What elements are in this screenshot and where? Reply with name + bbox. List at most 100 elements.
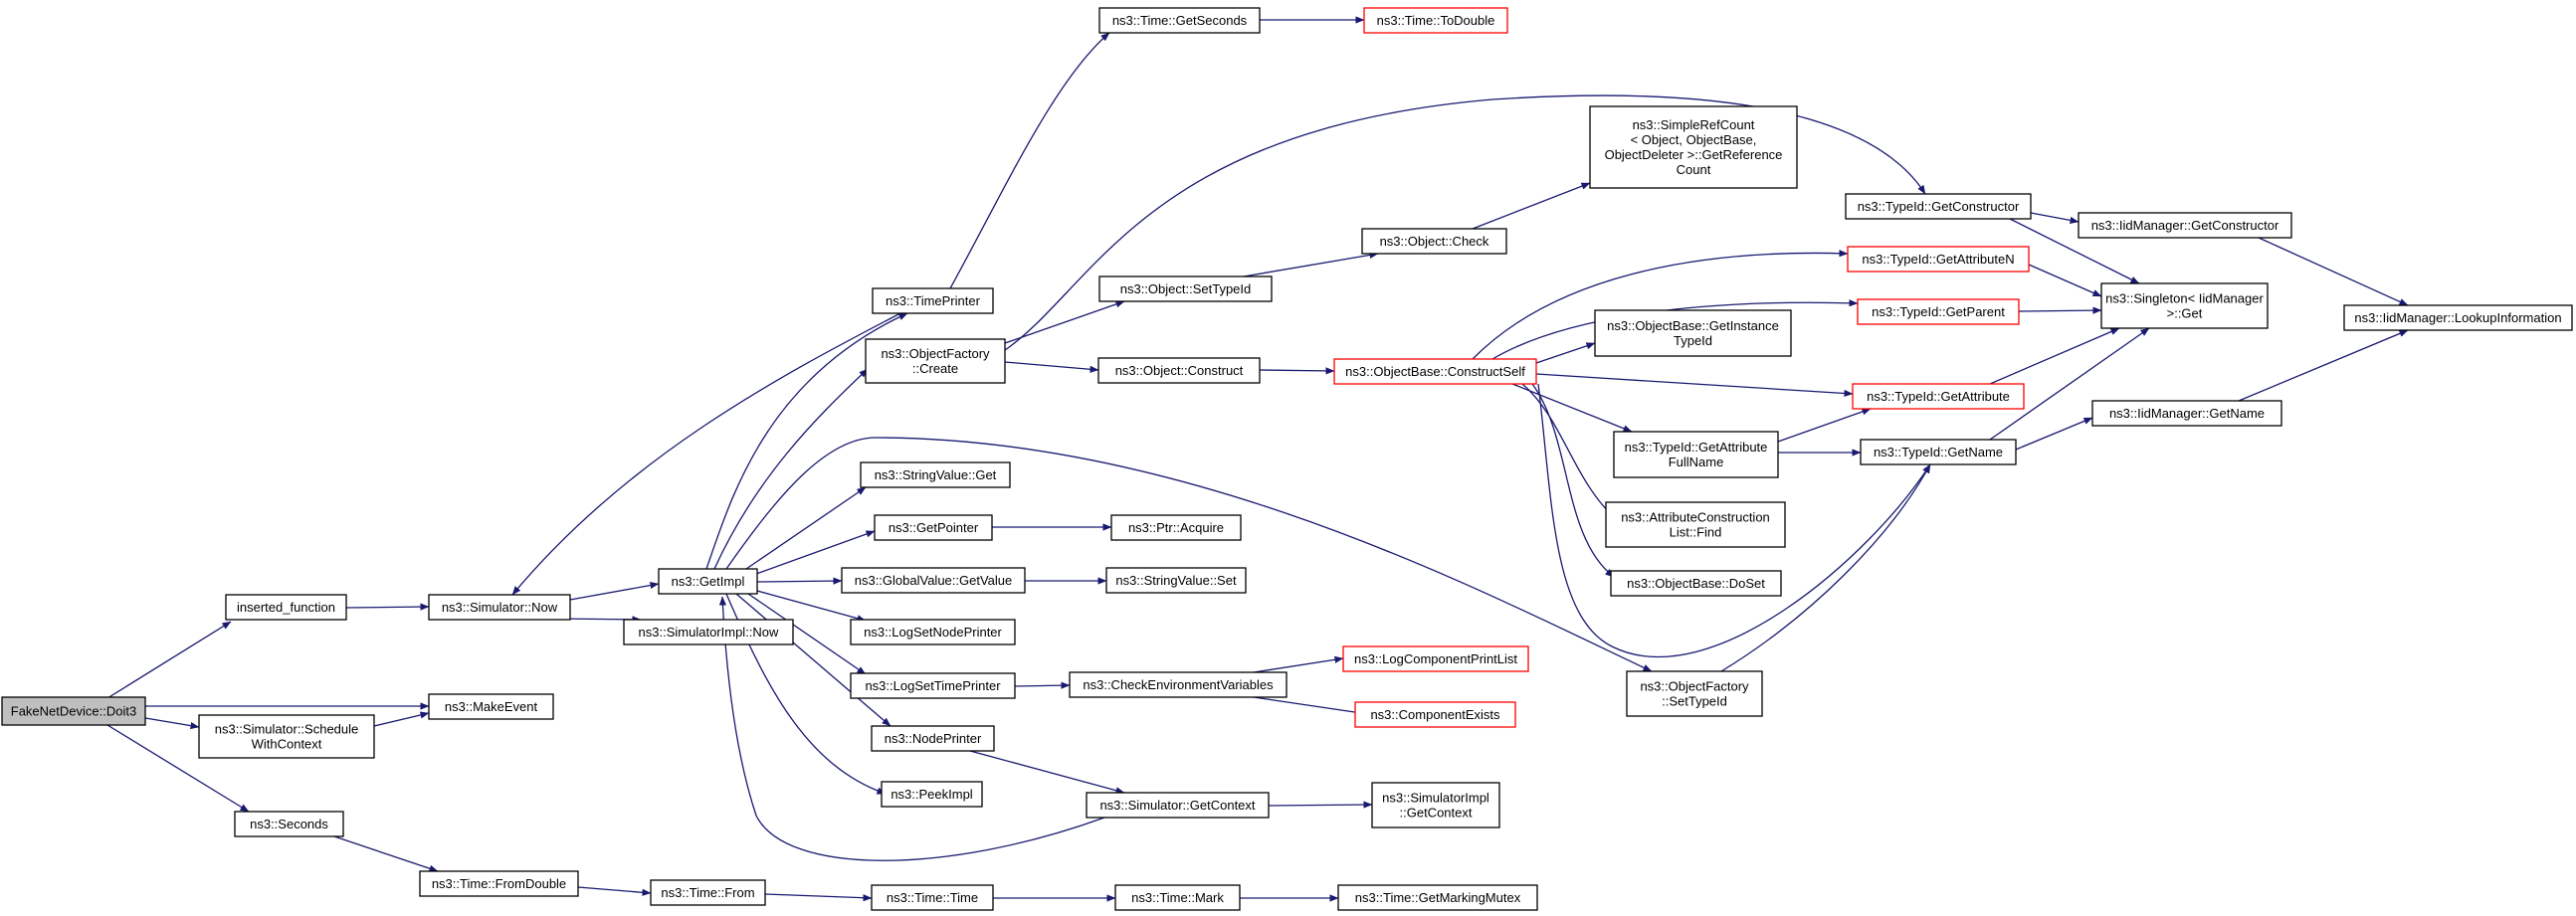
function-node-peekimpl[interactable]: ns3::PeekImpl xyxy=(881,781,983,808)
function-node-ofcreate[interactable]: ns3::ObjectFactory::Create xyxy=(865,338,1006,384)
node-label-line: ns3::Object::Construct xyxy=(1115,363,1244,378)
function-node-inserted[interactable]: inserted_function xyxy=(225,594,347,621)
node-label-line: ns3::TypeId::GetParent xyxy=(1872,304,2005,319)
node-box xyxy=(1114,884,1241,911)
function-node-getattributen[interactable]: ns3::TypeId::GetAttributeN xyxy=(1847,246,2030,273)
function-node-getconstructor[interactable]: ns3::TypeId::GetConstructor xyxy=(1845,193,2032,220)
call-edge-ofcreate-to-getconstructor xyxy=(1004,94,1926,351)
call-edge-getconstructor-to-iidgetconstructor xyxy=(2030,212,2080,224)
function-node-getattribute[interactable]: ns3::TypeId::GetAttribute xyxy=(1852,383,2025,410)
function-node-iidgetconstructor[interactable]: ns3::IidManager::GetConstructor xyxy=(2078,212,2292,239)
function-node-ofsettypeid[interactable]: ns3::ObjectFactory::SetTypeId xyxy=(1626,670,1763,717)
function-node-typeidgetname[interactable]: ns3::TypeId::GetName xyxy=(1860,439,2017,465)
node-label-line: ns3::TypeId::GetAttribute xyxy=(1867,389,2010,404)
function-node-simimplgetctx[interactable]: ns3::SimulatorImpl::GetContext xyxy=(1371,782,1500,828)
function-node-doit3[interactable]: FakeNetDevice::Doit3 xyxy=(1,696,146,726)
node-box xyxy=(881,781,983,808)
function-node-iidgetname[interactable]: ns3::IidManager::GetName xyxy=(2091,400,2282,427)
function-node-nodeprinter[interactable]: ns3::NodePrinter xyxy=(871,725,995,752)
node-label-line: ns3::IidManager::LookupInformation xyxy=(2354,310,2561,325)
call-edge-typeidgetname-to-singletonget xyxy=(1989,327,2150,441)
function-node-simgetctx[interactable]: ns3::Simulator::GetContext xyxy=(1086,792,1270,819)
function-node-timefrom[interactable]: ns3::Time::From xyxy=(650,879,766,906)
call-edge-ofcreate-to-objconstruct xyxy=(1004,361,1099,373)
node-box xyxy=(428,594,571,621)
call-edge-iidgetname-to-lookupinfo xyxy=(2238,329,2409,402)
call-edge-ofcreate-to-setTypeId xyxy=(1004,300,1125,344)
node-box xyxy=(1354,701,1516,728)
node-box xyxy=(1086,792,1270,819)
function-node-checkenv[interactable]: ns3::CheckEnvironmentVariables xyxy=(1069,671,1288,698)
function-node-timemark[interactable]: ns3::Time::Mark xyxy=(1114,884,1241,911)
call-edge-getimpl-to-getpointer xyxy=(755,530,876,575)
function-node-objcheck[interactable]: ns3::Object::Check xyxy=(1361,228,1507,255)
node-box xyxy=(1845,193,2032,220)
function-node-strvalget[interactable]: ns3::StringValue::Get xyxy=(860,461,1011,488)
call-edge-simnow-to-timeprinter xyxy=(511,312,901,596)
function-node-getmarkingmutex[interactable]: ns3::Time::GetMarkingMutex xyxy=(1337,884,1538,911)
function-node-setTypeId[interactable]: ns3::Object::SetTypeId xyxy=(1098,275,1273,302)
node-label-line: ns3::ComponentExists xyxy=(1370,707,1500,722)
node-box xyxy=(850,672,1016,699)
function-node-compexists[interactable]: ns3::ComponentExists xyxy=(1354,701,1516,728)
node-label-line: ns3::IidManager::GetName xyxy=(2109,406,2265,421)
node-label-line: ns3::Time::Mark xyxy=(1131,890,1224,905)
function-node-strvalset[interactable]: ns3::StringValue::Set xyxy=(1105,567,1247,594)
call-edge-getimpl-to-timeprinter xyxy=(705,312,908,570)
node-label-line: ns3::CheckEnvironmentVariables xyxy=(1083,677,1274,692)
function-node-simnow[interactable]: ns3::Simulator::Now xyxy=(428,594,571,621)
node-label-line: ns3::IidManager::GetConstructor xyxy=(2091,218,2279,233)
function-node-simplerefcount[interactable]: ns3::SimpleRefCount< Object, ObjectBase,… xyxy=(1589,105,1798,189)
node-label-line: ns3::NodePrinter xyxy=(885,731,982,746)
function-node-lookupinfo[interactable]: ns3::IidManager::LookupInformation xyxy=(2343,304,2573,331)
function-node-singletonget[interactable]: ns3::Singleton< IidManager>::Get xyxy=(2100,282,2269,329)
function-node-getpointer[interactable]: ns3::GetPointer xyxy=(874,514,993,541)
node-label-line: ns3::Object::Check xyxy=(1380,234,1489,249)
function-node-fromdouble[interactable]: ns3::Time::FromDouble xyxy=(419,870,579,897)
call-edge-getattributen-to-singletonget xyxy=(2028,264,2102,297)
function-node-todouble[interactable]: ns3::Time::ToDouble xyxy=(1363,7,1508,34)
function-node-objconstruct[interactable]: ns3::Object::Construct xyxy=(1097,357,1261,384)
call-edge-getattrfullname-to-getattribute xyxy=(1777,408,1872,443)
function-node-gvgetvalue[interactable]: ns3::GlobalValue::GetValue xyxy=(841,567,1026,594)
function-node-timetime[interactable]: ns3::Time::Time xyxy=(871,884,994,911)
node-label-line: ns3::Time::FromDouble xyxy=(432,876,566,891)
function-node-ptracquire[interactable]: ns3::Ptr::Acquire xyxy=(1110,514,1242,541)
node-box xyxy=(1852,383,2025,410)
node-label-line: < Object, ObjectBase, xyxy=(1631,132,1757,147)
node-label-line: FullName xyxy=(1669,455,1724,469)
function-node-simimplnow[interactable]: ns3::SimulatorImpl::Now xyxy=(623,619,794,645)
call-edge-checkenv-to-logcompprint xyxy=(1253,655,1344,673)
node-box xyxy=(865,338,1006,384)
function-node-seconds[interactable]: ns3::Seconds xyxy=(234,811,344,837)
node-box xyxy=(1110,514,1242,541)
node-label-line: ns3::SimulatorImpl xyxy=(1382,791,1489,806)
call-edge-doit3-to-inserted xyxy=(106,621,232,699)
function-node-logsetnode[interactable]: ns3::LogSetNodePrinter xyxy=(850,619,1016,645)
node-label-line: ns3::LogComponentPrintList xyxy=(1354,651,1517,666)
node-box xyxy=(841,567,1026,594)
function-node-logsettime[interactable]: ns3::LogSetTimePrinter xyxy=(850,672,1016,699)
call-edge-nodeprinter-to-simgetctx xyxy=(969,750,1125,795)
call-edge-timefrom-to-timetime xyxy=(764,893,873,902)
function-node-constructself[interactable]: ns3::ObjectBase::ConstructSelf xyxy=(1333,358,1537,385)
call-edge-constructself-to-getinstancetypeid xyxy=(1535,342,1596,364)
function-node-getseconds[interactable]: ns3::Time::GetSeconds xyxy=(1098,7,1261,34)
node-label-line: ns3::Time::Time xyxy=(887,890,978,905)
node-label-line: ns3::LogSetTimePrinter xyxy=(865,678,1001,693)
call-edge-getimpl-to-ofcreate xyxy=(713,368,869,570)
function-node-getimpl[interactable]: ns3::GetImpl xyxy=(658,568,758,595)
node-box xyxy=(1097,357,1261,384)
call-edge-getimpl-to-logsettime xyxy=(747,593,867,675)
function-node-getparent[interactable]: ns3::TypeId::GetParent xyxy=(1857,298,2020,325)
function-node-logcompprint[interactable]: ns3::LogComponentPrintList xyxy=(1342,645,1529,672)
call-edge-getimpl-to-strvalget xyxy=(745,486,867,570)
function-node-timeprinter[interactable]: ns3::TimePrinter xyxy=(872,287,994,314)
function-node-doset[interactable]: ns3::ObjectBase::DoSet xyxy=(1610,570,1782,597)
function-node-makeevent[interactable]: ns3::MakeEvent xyxy=(428,693,554,720)
call-edge-simnow-to-getimpl xyxy=(569,581,660,601)
